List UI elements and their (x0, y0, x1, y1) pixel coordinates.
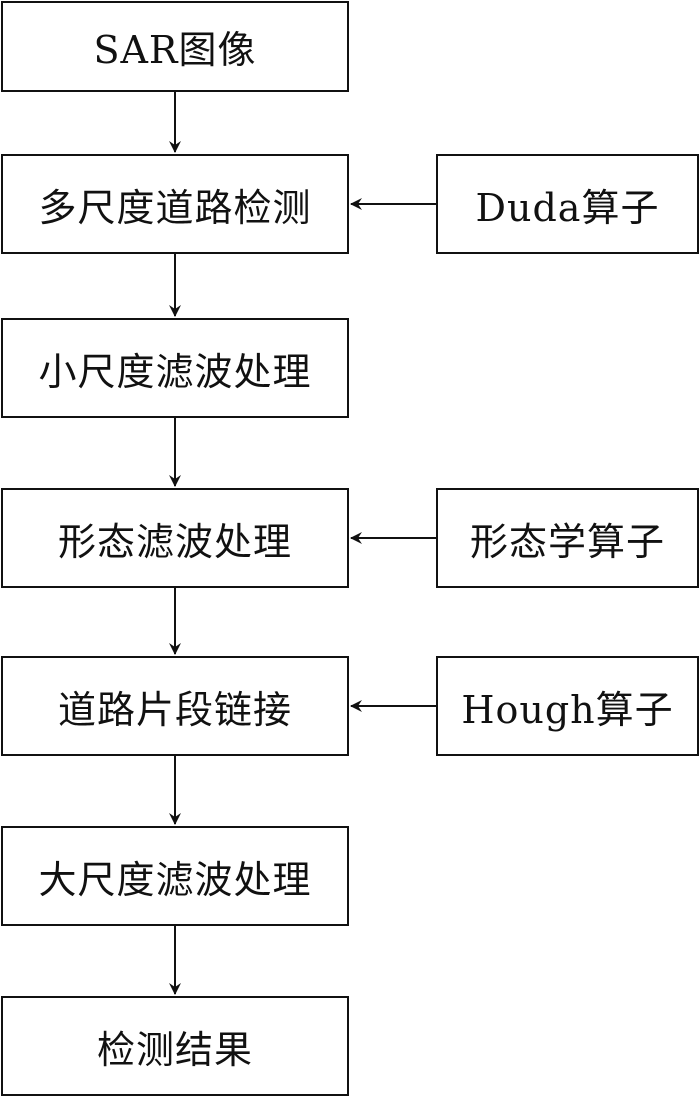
node-morphology-operator: 形态学算子 (436, 488, 699, 588)
node-large-scale-filtering: 大尺度滤波处理 (1, 826, 349, 926)
node-morphological-filtering: 形态滤波处理 (1, 488, 349, 588)
node-sar-image: SAR图像 (1, 1, 349, 92)
node-hough-operator: Hough算子 (436, 656, 699, 756)
node-road-segment-linking: 道路片段链接 (1, 656, 349, 756)
node-duda-operator: Duda算子 (436, 154, 699, 254)
node-detection-result: 检测结果 (1, 996, 349, 1096)
node-small-scale-filtering: 小尺度滤波处理 (1, 318, 349, 418)
node-multiscale-road-detection: 多尺度道路检测 (1, 154, 349, 254)
